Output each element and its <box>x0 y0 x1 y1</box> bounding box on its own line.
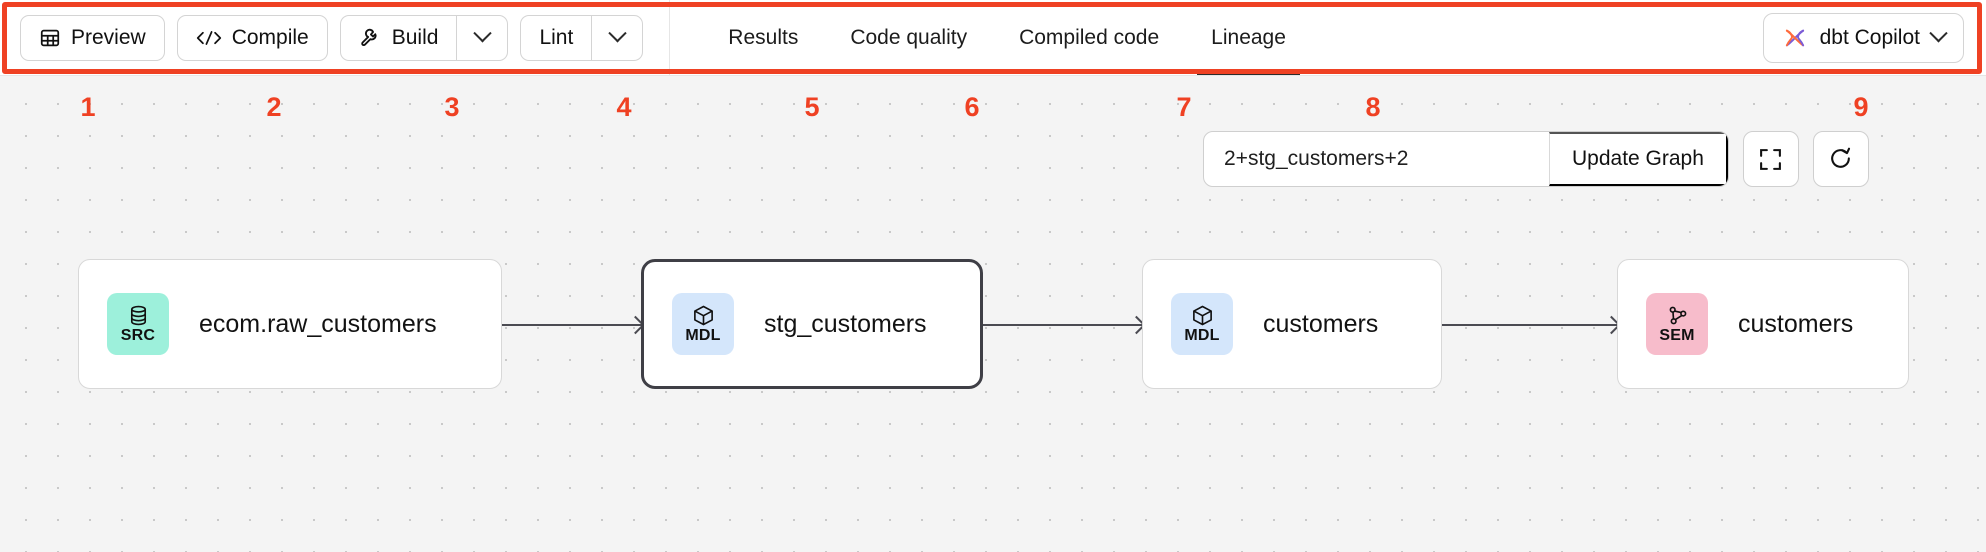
cube-icon <box>692 304 715 327</box>
graph-controls: Update Graph <box>1203 131 1869 187</box>
lint-dropdown-toggle[interactable] <box>591 14 644 61</box>
node-label-src-raw-customers: ecom.raw_customers <box>199 309 437 338</box>
chevron-down-icon <box>1929 24 1948 43</box>
lint-split-button: Lint <box>520 14 644 61</box>
node-label-mdl-customers: customers <box>1263 309 1379 338</box>
build-label: Build <box>391 25 439 49</box>
compile-label: Compile <box>231 25 309 49</box>
build-split-button: Build <box>339 14 509 61</box>
fullscreen-icon <box>1758 147 1783 172</box>
graph-selector-input[interactable] <box>1204 132 1549 186</box>
update-graph-label: Update Graph <box>1572 147 1704 170</box>
node-label-sem-customers: customers <box>1738 309 1854 338</box>
refresh-button[interactable] <box>1812 131 1869 187</box>
chevron-down-icon <box>608 24 627 43</box>
annotation-number-2: 2 <box>266 92 282 122</box>
edge-customers-to-sem <box>1442 324 1617 326</box>
node-label-stg-customers: stg_customers <box>764 309 927 338</box>
node-badge-mdl-stg-text: MDL <box>685 327 721 344</box>
tab-lineage[interactable]: Lineage <box>1185 0 1312 75</box>
code-icon <box>196 28 222 48</box>
node-badge-src: SRC <box>107 293 169 355</box>
toolbar-actions: Preview Compile <box>0 0 644 75</box>
refresh-icon <box>1828 147 1853 172</box>
tab-results-label: Results <box>728 25 799 49</box>
edge-stg-to-customers <box>983 324 1142 326</box>
annotation-number-9: 9 <box>1853 92 1869 122</box>
dbt-copilot-button[interactable]: dbt Copilot <box>1762 12 1964 63</box>
lineage-node-src-raw-customers[interactable]: SRC ecom.raw_customers <box>78 259 502 389</box>
tab-results[interactable]: Results <box>702 0 824 75</box>
node-badge-sem-text: SEM <box>1659 327 1695 344</box>
annotation-number-7: 7 <box>1176 92 1192 122</box>
lint-label: Lint <box>539 25 574 49</box>
node-badge-mdl-stg: MDL <box>672 293 734 355</box>
tab-compiled-code-label: Compiled code <box>1019 25 1160 49</box>
lineage-node-stg-customers[interactable]: MDL stg_customers <box>641 259 983 389</box>
build-dropdown-toggle[interactable] <box>456 14 509 61</box>
node-badge-src-text: SRC <box>120 327 156 344</box>
node-badge-mdl-customers: MDL <box>1171 293 1233 355</box>
chevron-down-icon <box>473 24 492 43</box>
preview-button[interactable]: Preview <box>20 14 165 61</box>
annotation-number-6: 6 <box>964 92 980 122</box>
database-icon <box>127 304 150 327</box>
toolbar-right: dbt Copilot <box>1762 12 1986 63</box>
update-graph-button[interactable]: Update Graph <box>1549 132 1728 186</box>
lint-button[interactable]: Lint <box>520 14 592 61</box>
compile-button[interactable]: Compile <box>176 14 328 61</box>
wrench-icon <box>359 26 382 49</box>
annotation-number-5: 5 <box>804 92 820 122</box>
lineage-node-mdl-customers[interactable]: MDL customers <box>1142 259 1442 389</box>
table-icon <box>39 27 61 49</box>
editor-toolbar: Preview Compile <box>0 0 1986 76</box>
tab-code-quality-label: Code quality <box>850 25 968 49</box>
fullscreen-button[interactable] <box>1742 131 1799 187</box>
tab-compiled-code[interactable]: Compiled code <box>993 0 1185 75</box>
dbt-copilot-label: dbt Copilot <box>1819 25 1920 49</box>
node-badge-mdl-customers-text: MDL <box>1184 327 1220 344</box>
annotation-number-4: 4 <box>616 92 632 122</box>
build-button[interactable]: Build <box>339 14 457 61</box>
cube-icon <box>1191 304 1214 327</box>
dbt-copilot-icon <box>1782 25 1808 51</box>
tab-lineage-label: Lineage <box>1211 25 1286 49</box>
panel-tabs: Results Code quality Compiled code Linea… <box>669 0 1312 75</box>
preview-label: Preview <box>71 25 146 49</box>
node-badge-sem: SEM <box>1646 293 1708 355</box>
annotation-number-1: 1 <box>80 92 96 122</box>
lineage-node-sem-customers[interactable]: SEM customers <box>1617 259 1909 389</box>
annotation-number-8: 8 <box>1365 92 1381 122</box>
edge-src-to-stg <box>502 324 641 326</box>
annotation-number-3: 3 <box>444 92 460 122</box>
tab-code-quality[interactable]: Code quality <box>824 0 993 75</box>
semantic-graph-icon <box>1666 304 1689 327</box>
graph-query-group: Update Graph <box>1203 131 1729 187</box>
